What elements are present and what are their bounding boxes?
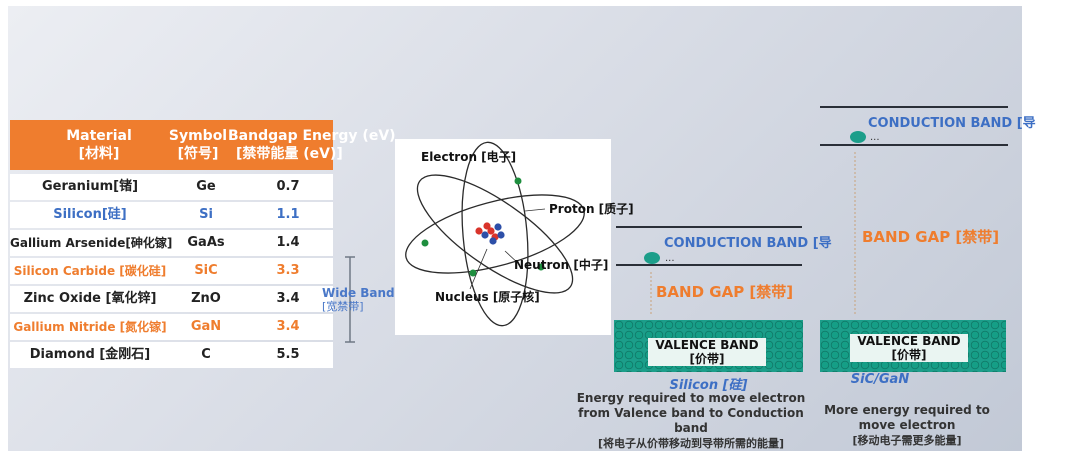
row-material: Gallium Arsenide[砷化镓] xyxy=(10,236,173,250)
header-material: Material [材料] xyxy=(66,128,132,162)
row-energy: 1.4 xyxy=(276,235,300,250)
table-header: Material [材料] Symbol [符号] Bandgap Energy… xyxy=(10,120,396,170)
proton-ball xyxy=(487,227,495,235)
neutron-ball xyxy=(494,223,502,231)
sic-band-gap-label: BAND GAP [禁带] xyxy=(862,228,1000,246)
atom-panel: Electron [电子] Proton [质子] Neutron [中子] N… xyxy=(395,139,634,335)
table-row: Gallium Arsenide[砷化镓] GaAs 1.4 xyxy=(10,230,333,256)
orbit-3 xyxy=(461,141,529,327)
neutron-pointer xyxy=(504,250,521,266)
table-row: Silicon Carbide [碳化硅] SiC 3.3 xyxy=(10,258,333,284)
silicon-band-gap-label: BAND GAP [禁带] xyxy=(656,283,794,301)
row-symbol: SiC xyxy=(194,263,218,278)
neutron-ball xyxy=(489,237,497,245)
silicon-dots: ... xyxy=(665,253,675,264)
row-symbol: Si xyxy=(199,207,213,222)
neutron-ball xyxy=(497,231,505,239)
orbit-2 xyxy=(416,174,574,294)
proton-ball xyxy=(475,227,483,235)
sic-valence-label: VALENCE BAND [价带] xyxy=(850,334,968,362)
proton-ball xyxy=(483,222,491,230)
row-symbol: ZnO xyxy=(191,291,221,306)
neutron-label: Neutron [中子] xyxy=(514,258,609,272)
row-energy: 5.5 xyxy=(276,347,300,362)
row-material: Silicon[硅] xyxy=(53,207,127,222)
electron-label: Electron [电子] xyxy=(421,150,517,164)
proton-pointer xyxy=(524,208,546,212)
silicon-caption: Energy required to move electron from Va… xyxy=(576,391,806,450)
row-symbol: GaAs xyxy=(187,235,225,250)
row-material: Gallium Nitride [氮化镓] xyxy=(13,320,167,334)
electron-dot xyxy=(421,239,429,247)
silicon-conduction-label: CONDUCTION BAND [导 xyxy=(664,236,832,251)
silicon-electron xyxy=(644,252,660,264)
sic-conduction-label: CONDUCTION BAND [导 xyxy=(868,116,1036,131)
row-symbol: C xyxy=(201,347,211,362)
row-material: Geranium[锗] xyxy=(41,179,139,194)
atom-illustration xyxy=(405,141,585,327)
table-row: Diamond [金刚石] C 5.5 xyxy=(10,342,333,368)
row-material: Diamond [金刚石] xyxy=(29,347,151,362)
electron-dot xyxy=(469,269,477,277)
row-material: Silicon Carbide [碳化硅] xyxy=(13,264,167,278)
table-row: Zinc Oxide [氧化锌] ZnO 3.4 xyxy=(10,286,333,312)
header-symbol: Symbol [符号] xyxy=(168,128,228,162)
row-symbol: GaN xyxy=(190,319,222,334)
sic-electron xyxy=(850,131,866,143)
silicon-valence-label: VALENCE BAND [价带] xyxy=(648,338,766,366)
neutron-ball xyxy=(481,231,489,239)
table-row: Gallium Nitride [氮化镓] GaN 3.4 xyxy=(10,314,333,340)
row-energy: 1.1 xyxy=(276,207,300,222)
row-energy: 3.3 xyxy=(276,263,300,278)
sic-dots: ... xyxy=(870,132,880,143)
row-material: Zinc Oxide [氧化锌] xyxy=(23,291,157,306)
sic-material-label: SiC/GaN xyxy=(850,372,910,387)
sic-caption: More energy required to move electron [移… xyxy=(824,403,990,447)
sic-band-lines xyxy=(820,106,1008,316)
bandgap-table: Material [材料] Symbol [符号] Bandgap Energy… xyxy=(10,120,396,372)
electron-dot xyxy=(537,263,545,271)
nucleus-pointer xyxy=(469,248,488,290)
silicon-band-lines xyxy=(616,226,802,315)
silicon-material-label: Silicon [硅] xyxy=(669,378,748,393)
nucleus-label: Nucleus [原子核] xyxy=(435,290,540,304)
row-energy: 3.4 xyxy=(276,291,300,306)
table-row: Silicon[硅] Si 1.1 xyxy=(10,202,333,228)
proton-label: Proton [质子] xyxy=(549,202,634,216)
electron-dot xyxy=(514,177,522,185)
header-energy: Bandgap Energy (eV) [禁带能量 (eV)] xyxy=(228,128,396,162)
row-energy: 0.7 xyxy=(276,179,300,194)
table-row: Geranium[锗] Ge 0.7 xyxy=(10,174,333,200)
orbit-1 xyxy=(405,194,585,274)
wide-bandgap-bracket xyxy=(345,256,355,343)
row-energy: 3.4 xyxy=(276,319,300,334)
row-symbol: Ge xyxy=(196,179,216,194)
